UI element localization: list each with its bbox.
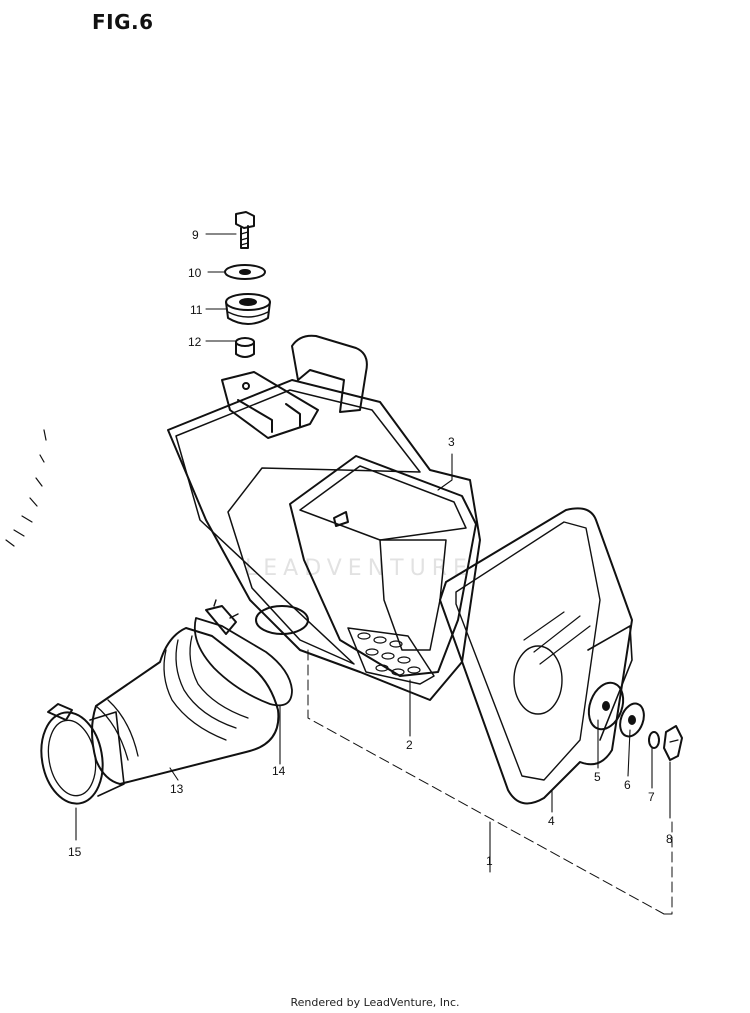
callout-14: 14: [272, 764, 286, 778]
part-8-wing-nut[interactable]: [663, 725, 683, 761]
figure-title: FIG.6: [92, 10, 154, 34]
part-4-cover[interactable]: [439, 507, 633, 805]
part-10-washer[interactable]: [224, 264, 266, 280]
callout-4: 4: [548, 814, 555, 828]
part-15-clamp[interactable]: [34, 703, 125, 809]
callout-6: 6: [624, 778, 631, 792]
part-2-air-cleaner-case[interactable]: [167, 334, 481, 701]
callout-5: 5: [594, 770, 601, 784]
part-14-clamp[interactable]: [193, 599, 293, 707]
callout-3: 3: [448, 435, 455, 449]
callout-1: 1: [486, 854, 493, 868]
part-13-intake-boot[interactable]: [91, 627, 280, 785]
callout-13: 13: [170, 782, 184, 796]
watermark-logo: LEADVENTURE: [245, 556, 473, 581]
part-7-washer[interactable]: [648, 731, 660, 749]
callout-labels: 9 10 11 12 3 2 14 4 5 6 7 8 13 15 1: [68, 228, 673, 868]
footer-credit: Rendered by LeadVenture, Inc.: [290, 996, 460, 1009]
callout-11: 11: [190, 303, 203, 317]
part-3-filter-element[interactable]: [289, 455, 477, 677]
assembly-line: [307, 649, 673, 915]
leader-lines: [75, 233, 671, 873]
callout-2: 2: [406, 738, 413, 752]
callout-8: 8: [666, 832, 673, 846]
callout-10: 10: [188, 266, 202, 280]
part-11-grommet[interactable]: [225, 293, 271, 325]
callout-15: 15: [68, 845, 82, 859]
callout-9: 9: [192, 228, 199, 242]
edge-marks: [5, 429, 47, 547]
callout-7: 7: [648, 790, 655, 804]
part-12-collar[interactable]: [235, 337, 255, 358]
callout-12: 12: [188, 335, 202, 349]
part-9-bolt[interactable]: [235, 211, 255, 249]
part-6-plate[interactable]: [616, 700, 648, 739]
